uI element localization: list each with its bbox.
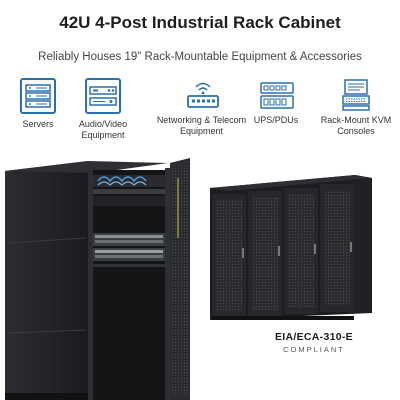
compliance-standard: EIA/ECA-310-E — [274, 331, 353, 343]
icon-label-kvm: Rack-Mount KVM Consoles — [320, 115, 392, 136]
icon-item-ups-pdu: UPS/PDUs — [236, 78, 316, 126]
icon-item-networking: Networking & Telecom Equipment — [154, 78, 249, 136]
servers-icon — [20, 78, 56, 114]
icon-label-ups-pdu: UPS/PDUs — [253, 115, 299, 125]
kvm-console-icon — [340, 78, 372, 111]
compliance-badge: EIA/ECA-310-E COMPLIANT — [259, 331, 369, 354]
page-title: 42U 4-Post Industrial Rack Cabinet — [59, 13, 341, 32]
networking-telecom-icon — [185, 78, 219, 110]
audio-video-equipment-icon — [85, 78, 121, 114]
icon-label-networking: Networking & Telecom Equipment — [156, 115, 247, 136]
compliance-label: COMPLIANT — [283, 345, 345, 354]
page-subtitle: Reliably Houses 19" Rack-Mountable Equip… — [38, 51, 362, 63]
icon-item-servers: Servers — [0, 78, 78, 130]
icon-item-kvm: Rack-Mount KVM Consoles — [316, 78, 396, 136]
cabinet-row — [210, 175, 372, 320]
icon-item-audio-video: Audio/Video Equipment — [63, 78, 143, 140]
ups-pdu-icon — [260, 78, 294, 110]
icon-label-audio-video: Audio/Video Equipment — [78, 119, 128, 140]
rack-cabinet-illustration — [5, 158, 372, 400]
equipment-icons-row: Servers Audio/Video Equipment — [0, 78, 400, 148]
icon-label-servers: Servers — [22, 119, 54, 129]
open-cabinet — [5, 158, 190, 400]
